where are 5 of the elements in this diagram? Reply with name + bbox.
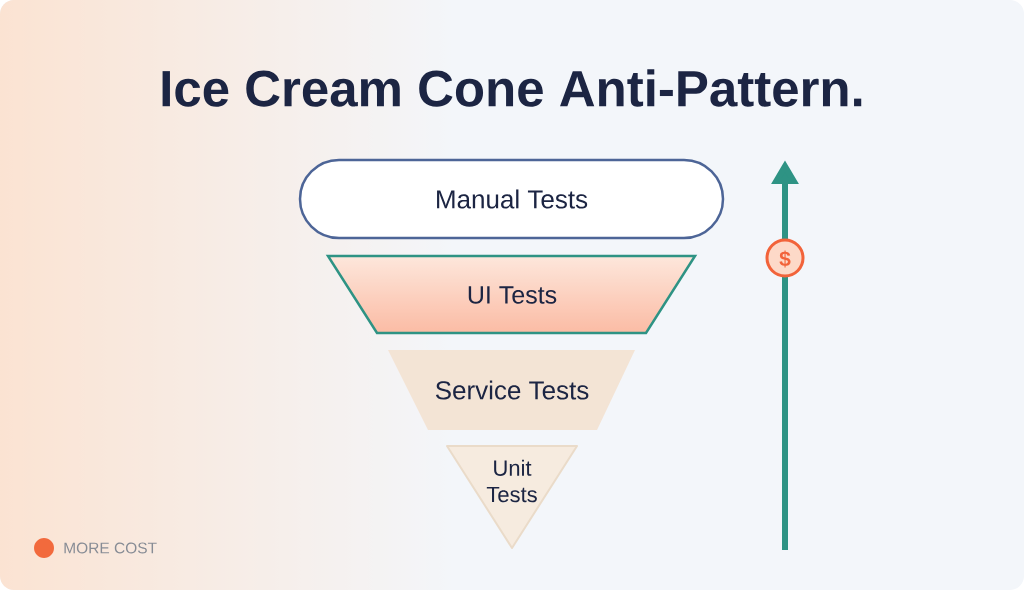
pill-box: Manual Tests: [298, 158, 725, 240]
trapezoid-band: Service Tests: [388, 350, 635, 430]
legend-label: MORE COST: [64, 542, 157, 554]
dollar-coin: $: [765, 238, 805, 278]
title: Ice Cream Cone Anti-Pattern.: [162, 69, 862, 107]
